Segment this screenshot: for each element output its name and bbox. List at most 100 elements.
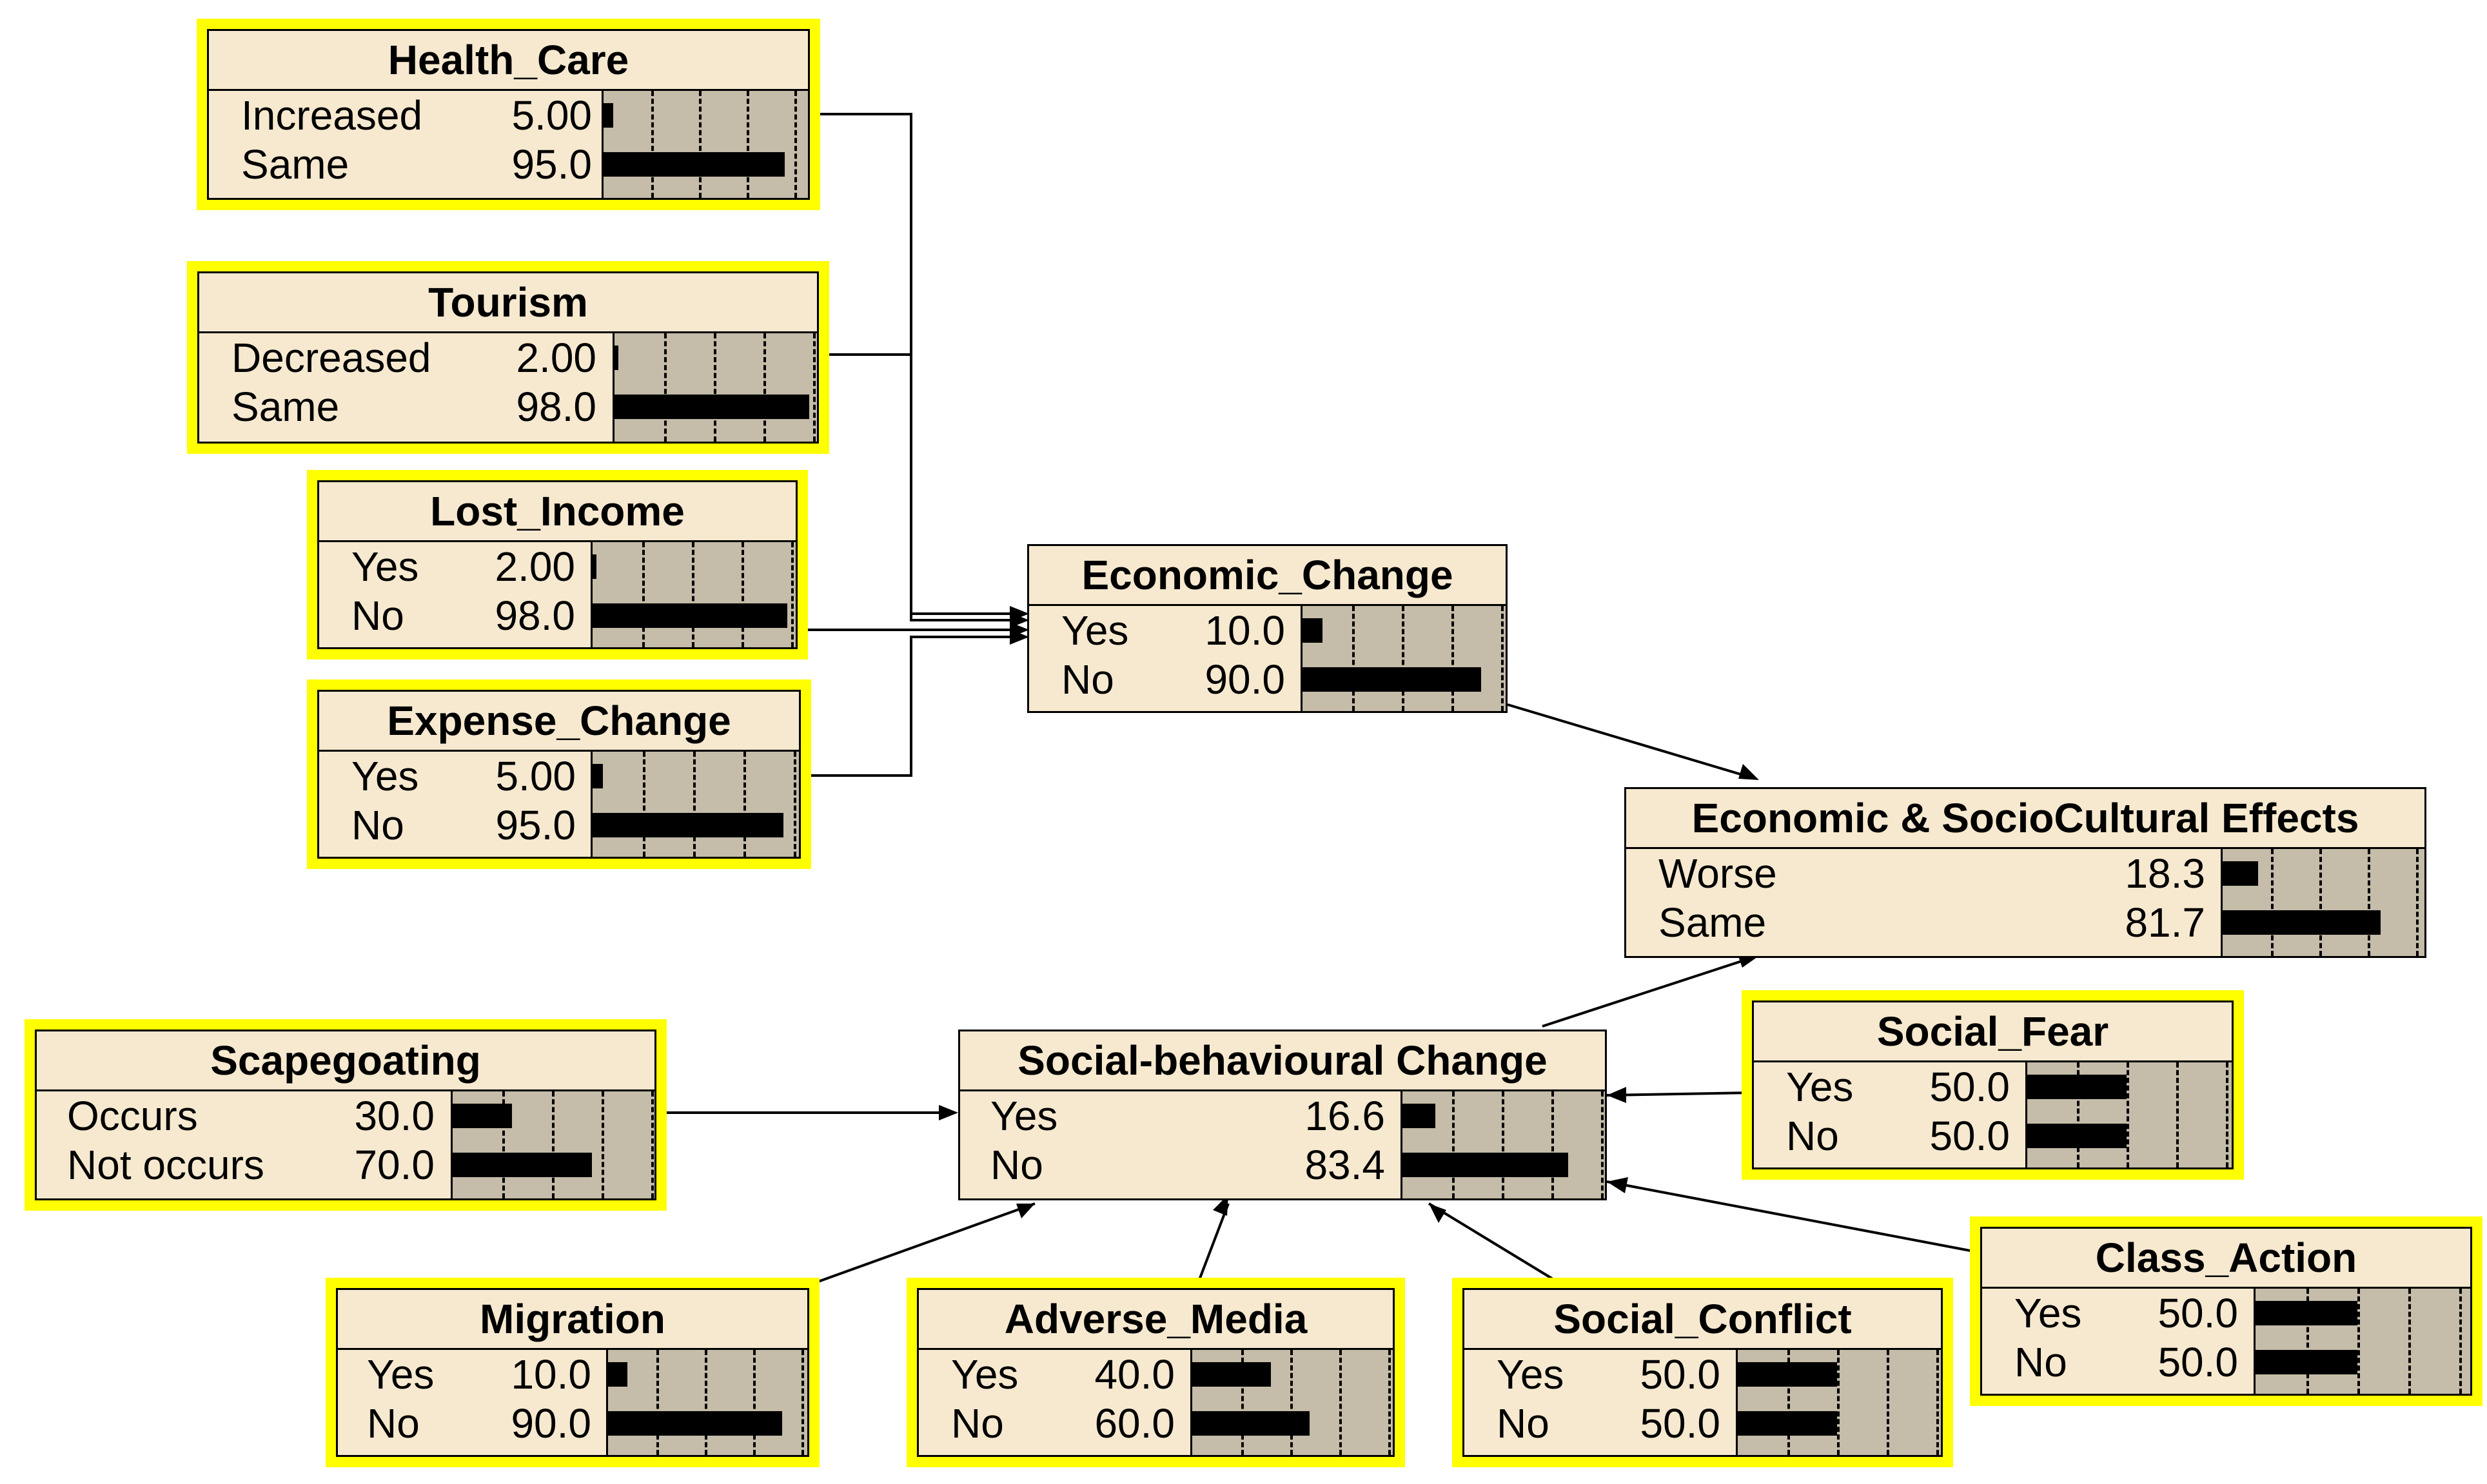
edge-social-fear-to-social-behavioural [1606,1091,1753,1097]
state-label: No [951,1400,1004,1447]
state-row-no: No 95.0 [319,801,799,850]
probability-bar [1302,667,1481,692]
probability-bar [2256,1301,2357,1325]
node-title: Tourism [199,273,817,333]
state-row-decreased: Decreased 2.00 [199,333,817,382]
node-health-care[interactable]: Health_Care Increased 5.00 Same 95.0 [197,19,820,210]
node-title: Migration [338,1290,807,1350]
state-label: Worse [1658,850,1777,897]
state-label: Yes [1497,1351,1564,1398]
probability-bar [593,603,787,628]
probability-bar [604,152,785,177]
node-social-behavioural-change[interactable]: Social-behavioural Change Yes 16.6 No 83… [958,1030,1607,1200]
state-row-worse: Worse 18.3 [1626,849,2424,898]
arrowhead-social-behavioural-6 [1429,1204,1446,1223]
node-social-fear[interactable]: Social_Fear Yes 50.0 No 50.0 [1742,990,2244,1180]
state-label: No [351,592,404,639]
edge-class-action-to-social-behavioural [1606,1180,1981,1254]
state-label: Yes [351,543,419,590]
arrowhead-social-behavioural-2 [1607,1087,1626,1103]
probability-bar [1192,1411,1310,1436]
state-label: Yes [1786,1064,1854,1110]
state-label: Increased [241,92,423,139]
state-value: 98.0 [495,592,575,639]
node-class-action[interactable]: Class_Action Yes 50.0 No 50.0 [1970,1216,2482,1406]
node-scapegoating[interactable]: Scapegoating Occurs 30.0 Not occurs 70.0 [25,1019,667,1211]
probability-bar [1402,1153,1568,1177]
node-adverse-media[interactable]: Adverse_Media Yes 40.0 No 60.0 [907,1278,1405,1467]
node-tourism[interactable]: Tourism Decreased 2.00 Same 98.0 [187,261,829,454]
state-row-no: No 98.0 [319,591,796,640]
node-title: Economic_Change [1029,546,1506,606]
state-row-yes: Yes 5.00 [319,752,799,801]
node-title: Adverse_Media [919,1290,1393,1350]
node-expense-change[interactable]: Expense_Change Yes 5.00 No 95.0 [307,679,811,869]
probability-bar [593,764,603,788]
probability-bar [1402,1104,1435,1128]
probability-bar [453,1104,512,1128]
state-value: 70.0 [354,1142,435,1188]
probability-bar [614,346,618,370]
state-value: 2.00 [495,543,575,590]
state-row-yes: Yes 40.0 [919,1350,1393,1399]
state-row-not-occurs: Not occurs 70.0 [37,1140,654,1189]
node-title: Economic & SocioCultural Effects [1626,789,2424,849]
state-value: 60.0 [1094,1400,1175,1447]
state-row-no: No 50.0 [1464,1399,1941,1448]
probability-bar [453,1153,592,1177]
node-lost-income[interactable]: Lost_Income Yes 2.00 No 98.0 [307,470,808,659]
state-value: 83.4 [1304,1142,1385,1188]
probability-bar [608,1362,627,1387]
state-label: Same [1658,899,1767,946]
edge-social-conflict-to-social-behavioural [1428,1202,1564,1286]
state-row-no: No 90.0 [1029,655,1506,704]
state-label: No [351,802,404,848]
state-label: Decreased [231,335,431,381]
node-title: Scapegoating [37,1031,654,1091]
node-economic-change[interactable]: Economic_Change Yes 10.0 No 90.0 [1027,544,1508,713]
state-row-yes: Yes 10.0 [1029,606,1506,655]
state-row-same: Same 81.7 [1626,898,2424,947]
state-value: 10.0 [511,1351,591,1398]
node-economic-sociocultural-effects[interactable]: Economic & SocioCultural Effects Worse 1… [1624,787,2426,958]
state-label: Same [231,384,340,430]
state-row-no: No 90.0 [338,1399,807,1448]
probability-bar [1302,618,1322,643]
edge-social-behavioural-to-effects [1542,957,1752,1028]
edge-tourism-to-economic-change [819,353,1019,621]
state-row-same: Same 95.0 [209,140,808,189]
state-value: 18.3 [2125,850,2205,897]
state-label: No [367,1400,420,1447]
state-value: 50.0 [1929,1064,2010,1110]
node-social-conflict[interactable]: Social_Conflict Yes 50.0 No 50.0 [1452,1278,1953,1467]
probability-bar [593,554,596,579]
probability-bar [2027,1124,2127,1148]
probability-bar [1738,1362,1837,1387]
state-value: 50.0 [1640,1400,1720,1447]
state-value: 30.0 [354,1093,435,1139]
state-row-no: No 83.4 [960,1140,1605,1189]
state-label: Yes [1061,607,1129,654]
state-label: Not occurs [67,1142,264,1188]
state-value: 95.0 [511,141,592,188]
state-row-no: No 50.0 [1754,1111,2232,1160]
state-value: 2.00 [516,335,596,381]
state-row-occurs: Occurs 30.0 [37,1091,654,1140]
state-value: 10.0 [1204,607,1285,654]
probability-bar [1738,1411,1837,1436]
state-value: 50.0 [1640,1351,1720,1398]
state-value: 5.00 [511,92,592,139]
state-label: No [990,1142,1043,1188]
node-title: Social_Conflict [1464,1290,1941,1350]
state-label: No [2014,1339,2067,1385]
state-label: Yes [351,753,419,799]
node-migration[interactable]: Migration Yes 10.0 No 90.0 [326,1278,820,1467]
state-row-yes: Yes 2.00 [319,542,796,591]
state-row-increased: Increased 5.00 [209,91,808,140]
state-value: 90.0 [511,1400,591,1447]
state-value: 98.0 [516,384,596,430]
state-value: 81.7 [2125,899,2205,946]
state-value: 16.6 [1304,1093,1385,1139]
probability-bar [614,395,809,419]
